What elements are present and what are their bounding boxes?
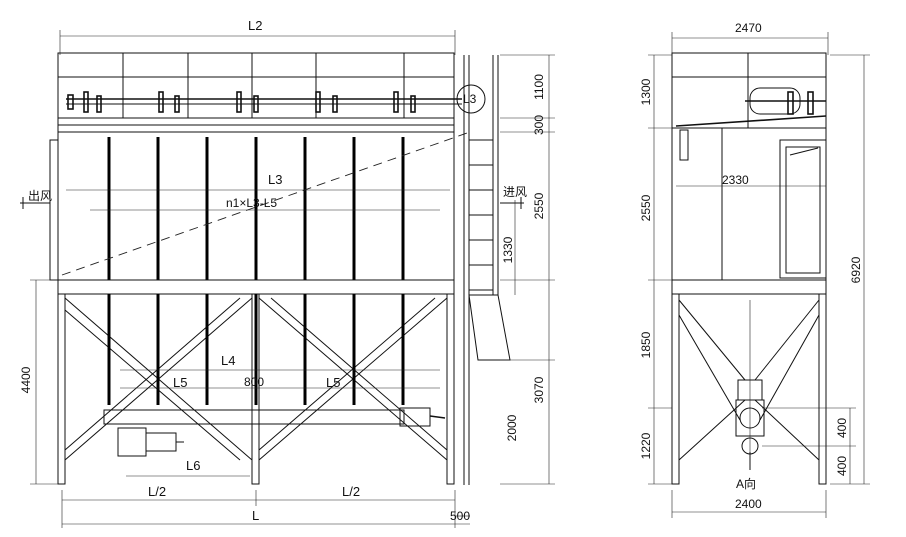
dim-1850-label: 1850 — [639, 331, 653, 358]
lower-frame: L4 L5 800 L5 L6 — [57, 279, 455, 485]
air-tank-icon — [456, 84, 486, 114]
front-view: L2 — [19, 18, 555, 528]
dim-l5-right-label: L5 — [326, 375, 340, 390]
dim-3070-label: 3070 — [532, 376, 546, 403]
dim-4400-label: 4400 — [19, 366, 33, 393]
dim-l-label: L — [252, 508, 259, 523]
dim-l5-left-label: L5 — [173, 375, 187, 390]
dimension-2470: 2470 — [671, 21, 829, 55]
upper-chamber: L3 — [57, 52, 486, 133]
dim-formula-label: n1×L3-L5 — [226, 196, 277, 210]
dim-l6-label: L6 — [186, 458, 200, 473]
dim-l2-label: L2 — [248, 18, 262, 33]
dim-400-b-label: 400 — [835, 456, 849, 476]
motor — [117, 427, 184, 457]
dim-2470-label: 2470 — [735, 21, 762, 35]
dim-400-a-label: 400 — [835, 418, 849, 438]
dim-half-left-label: L/2 — [148, 484, 166, 499]
dim-l4-label: L4 — [221, 353, 235, 368]
dim-2000-label: 2000 — [505, 414, 519, 441]
dim-500-label: 500 — [450, 509, 470, 523]
dim-2400-label: 2400 — [735, 497, 762, 511]
dimension-l2: L2 — [59, 18, 456, 55]
dim-2550-label: 2550 — [532, 192, 546, 219]
dim-2330-label: 2330 — [722, 173, 749, 187]
left-dimension: 4400 — [19, 279, 58, 485]
dim-6920-label: 6920 — [849, 256, 863, 283]
pulse-valves — [67, 91, 416, 113]
dim-1220-label: 1220 — [639, 432, 653, 459]
dim-1300-label: 1300 — [639, 78, 653, 105]
dim-800-label: 800 — [244, 375, 264, 389]
right-dimensions: 1100 300 2550 1330 3070 2000 — [500, 54, 555, 485]
tank-mark: L3 — [463, 92, 477, 106]
bottom-dimensions: L/2 L/2 L 500 — [61, 484, 470, 528]
inlet-label: 进风 — [503, 185, 527, 199]
outlet-label: 出风 — [28, 189, 52, 203]
access-ladder — [463, 55, 511, 485]
dim-l3-label: L3 — [268, 172, 282, 187]
view-direction-label: A向 — [736, 476, 756, 491]
dim-1100-label: 1100 — [532, 74, 546, 100]
dim-half-right-label: L/2 — [342, 484, 360, 499]
dim-1330-label: 1330 — [501, 236, 515, 263]
dim-2550-side-label: 2550 — [639, 194, 653, 221]
dim-300-label: 300 — [532, 115, 546, 135]
middle-chamber: L3 n1×L3-L5 出风 进风 — [20, 131, 527, 281]
side-view: 2470 2330 A向 — [639, 21, 870, 518]
